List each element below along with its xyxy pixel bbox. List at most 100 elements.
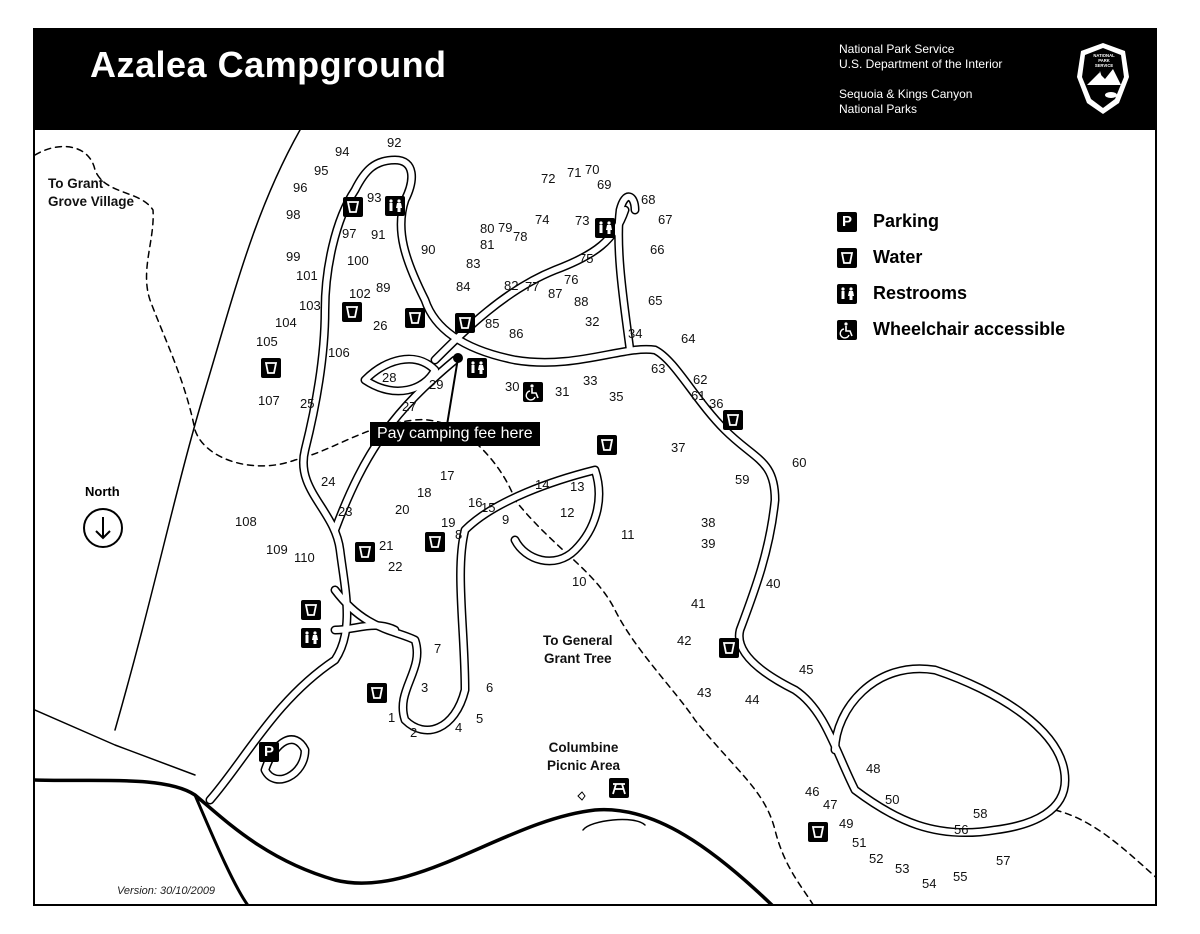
fee-station-marker [453, 353, 463, 363]
logo-text: NATIONAL [1093, 53, 1115, 58]
north-arrow-icon [83, 508, 123, 548]
site-label: 88 [574, 294, 589, 309]
site-label: 32 [585, 314, 600, 329]
site-label: 44 [745, 692, 760, 707]
site-label: 107 [258, 393, 280, 408]
parking-icon: P [837, 212, 857, 232]
site-label: 36 [709, 396, 724, 411]
parking-icon: P [259, 742, 279, 762]
agency-line: Sequoia & Kings Canyon [839, 87, 973, 101]
site-label: 3 [421, 680, 429, 695]
agency-line: U.S. Department of the Interior [839, 57, 1003, 71]
site-label: 11 [621, 527, 635, 542]
restrooms-icon [595, 218, 615, 238]
site-label: 97 [342, 226, 357, 241]
site-label: 96 [293, 180, 308, 195]
site-label: 14 [535, 477, 550, 492]
site-label: 6 [486, 680, 494, 695]
site-label: 23 [338, 504, 353, 519]
restrooms-icon [467, 358, 487, 378]
site-label: 9 [502, 512, 510, 527]
site-label: 56 [954, 822, 969, 837]
site-label: 75 [579, 251, 594, 266]
site-label: 31 [555, 384, 570, 399]
site-label: 17 [440, 468, 455, 483]
site-label: 109 [266, 542, 288, 557]
site-label: 80 [480, 221, 495, 236]
site-label: 78 [513, 229, 528, 244]
site-label: 37 [671, 440, 686, 455]
site-label: 104 [275, 315, 297, 330]
site-label: 68 [641, 192, 656, 207]
water-icon [719, 638, 739, 658]
picnic-road [582, 818, 646, 831]
logo-text: PARK [1098, 58, 1110, 63]
logo-text: SERVICE [1095, 63, 1114, 68]
site-label: 93 [367, 190, 382, 205]
highway-branch [193, 793, 249, 904]
map-frame: Azalea Campground National Park Service … [33, 28, 1157, 906]
fee-station-label: Pay camping fee here [370, 422, 540, 446]
site-label: 27 [402, 399, 417, 414]
water-icon [425, 532, 445, 552]
site-label: 92 [387, 135, 402, 150]
water-icon [808, 822, 828, 842]
site-label: 29 [429, 377, 444, 392]
site-label: 55 [953, 869, 968, 884]
water-icon [367, 683, 387, 703]
site-label: 54 [922, 876, 937, 891]
highway [35, 778, 774, 904]
site-label: 34 [628, 326, 643, 341]
agency-line: National Parks [839, 102, 918, 116]
site-label: 10 [572, 574, 587, 589]
site-label: 19 [441, 515, 456, 530]
site-label: 26 [373, 318, 388, 333]
water-icon [837, 248, 857, 268]
site-label: 49 [839, 816, 854, 831]
legend-label: Parking [873, 211, 940, 231]
site-label: 40 [766, 576, 781, 591]
road-outline [205, 155, 1070, 838]
site-label: 41 [691, 596, 706, 611]
site-label: 12 [560, 505, 575, 520]
water-icon [355, 542, 375, 562]
site-label: 20 [395, 502, 410, 517]
site-label: 1 [388, 710, 396, 725]
site-label: 73 [575, 213, 590, 228]
wheelchair-icon [523, 382, 543, 402]
site-label: 24 [321, 474, 336, 489]
site-label: 47 [823, 797, 838, 812]
site-label: 15 [481, 500, 496, 515]
trail [35, 145, 814, 904]
site-label: 4 [455, 720, 463, 735]
site-label: 59 [735, 472, 750, 487]
site-label: 94 [335, 144, 350, 159]
site-label: 110 [294, 550, 315, 565]
site-label: 42 [677, 633, 692, 648]
site-label: 13 [570, 479, 585, 494]
site-label: 22 [388, 559, 403, 574]
site-label: 64 [681, 331, 696, 346]
water-icon [261, 358, 281, 378]
site-label: 8 [455, 527, 463, 542]
site-label: 106 [328, 345, 350, 360]
restrooms-icon [301, 628, 321, 648]
site-label: 69 [597, 177, 612, 192]
wheelchair-icon [837, 320, 857, 340]
legend-label: Water [873, 247, 923, 267]
site-label: 57 [996, 853, 1011, 868]
site-label: 81 [480, 237, 495, 252]
site-label: 60 [792, 455, 807, 470]
water-icon [597, 435, 617, 455]
restrooms-icon [837, 284, 857, 304]
site-label: 90 [421, 242, 436, 257]
site-label: 72 [541, 171, 556, 186]
site-label: 71 [567, 165, 582, 180]
site-label: 70 [585, 162, 600, 177]
site-label: 25 [300, 396, 315, 411]
site-label: 28 [382, 370, 397, 385]
header-bar: Azalea Campground National Park Service … [35, 30, 1155, 130]
